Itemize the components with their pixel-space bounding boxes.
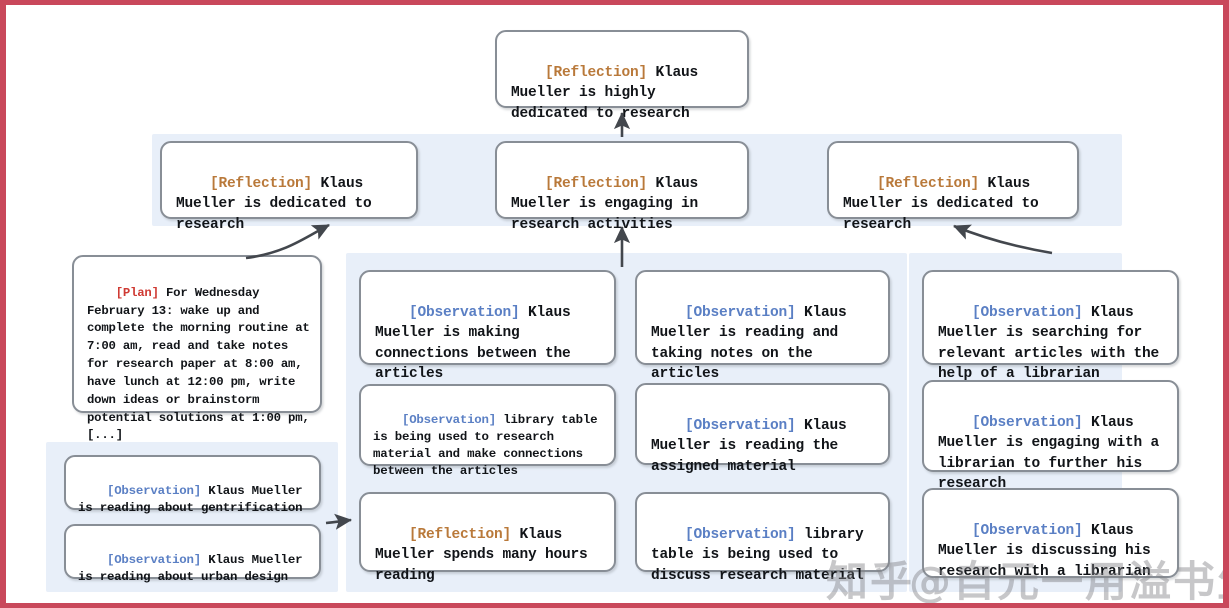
node-tag-observation: [Observation] [106, 484, 202, 499]
node-tag-observation: [Observation] [106, 553, 202, 568]
node-tag-observation: [Observation] [972, 522, 1083, 539]
node-obs-urban-design[interactable]: [Observation] Klaus Mueller is reading a… [64, 524, 321, 584]
arrow-col3-to-right-reflection [953, 224, 1053, 255]
node-tag-reflection: [Reflection] [545, 64, 648, 81]
node-text: Klaus Mueller is highly dedicated to res… [511, 64, 707, 122]
watermark-right: @自元一用溢书生 [909, 557, 1229, 606]
node-text: Klaus Mueller is searching for relevant … [938, 304, 1168, 383]
node-text: Klaus Mueller is reading about gentrific… [78, 484, 310, 516]
node-tag-reflection: [Reflection] [409, 526, 512, 543]
node-text: Klaus Mueller is dedicated to research [843, 175, 1048, 233]
node-obs-gentrification[interactable]: [Observation] Klaus Mueller is reading a… [64, 455, 321, 515]
node-tag-observation: [Observation] [685, 304, 796, 321]
node-col3-obs-discussing[interactable]: [Observation] Klaus Mueller is discussin… [922, 488, 1179, 580]
node-mid-reflection-left[interactable]: [Reflection] Klaus Mueller is dedicated … [160, 141, 418, 233]
node-text: Klaus Mueller is reading and taking note… [651, 304, 856, 383]
node-mid-reflection-center[interactable]: [Reflection] Klaus Mueller is engaging i… [495, 141, 749, 233]
node-tag-observation: [Observation] [409, 304, 520, 321]
node-text: Klaus Mueller is discussing his research… [938, 522, 1160, 580]
watermark-left: 知乎 [826, 557, 915, 606]
node-text: library table is being used to discuss r… [651, 526, 873, 584]
node-tag-reflection: [Reflection] [545, 175, 648, 192]
node-text: Klaus Mueller is engaging in research ac… [511, 175, 707, 233]
node-col1-obs-connections[interactable]: [Observation] Klaus Mueller is making co… [359, 270, 616, 382]
node-col3-obs-searching[interactable]: [Observation] Klaus Mueller is searching… [922, 270, 1179, 382]
node-col1-reflection-hours[interactable]: [Reflection] Klaus Mueller spends many h… [359, 492, 616, 584]
node-tag-observation: [Observation] [685, 417, 796, 434]
node-col2-obs-discuss-table[interactable]: [Observation] library table is being use… [635, 492, 890, 584]
node-tag-observation: [Observation] [972, 414, 1083, 431]
node-col2-obs-assigned[interactable]: [Observation] Klaus Mueller is reading t… [635, 383, 890, 475]
node-text: Klaus Mueller is making connections betw… [375, 304, 580, 383]
node-mid-reflection-right[interactable]: [Reflection] Klaus Mueller is dedicated … [827, 141, 1079, 233]
arrow-plan-to-left-reflection [245, 223, 330, 260]
node-tag-observation: [Observation] [401, 413, 497, 428]
node-text: library table is being used to research … [373, 413, 605, 479]
node-tag-reflection: [Reflection] [210, 175, 313, 192]
node-col3-obs-engaging[interactable]: [Observation] Klaus Mueller is engaging … [922, 380, 1179, 492]
node-text: Klaus Mueller is reading the assigned ma… [651, 417, 856, 475]
node-plan[interactable]: [Plan] For Wednesday February 13: wake u… [72, 255, 322, 442]
node-top-reflection[interactable]: [Reflection] Klaus Mueller is highly ded… [495, 30, 749, 122]
node-text: Klaus Mueller spends many hours reading [375, 526, 597, 584]
node-text: Klaus Mueller is reading about urban des… [78, 553, 310, 585]
node-col2-obs-reading-notes[interactable]: [Observation] Klaus Mueller is reading a… [635, 270, 890, 382]
node-tag-plan: [Plan] [115, 285, 159, 300]
node-text: Klaus Mueller is dedicated to research [176, 175, 381, 233]
node-tag-reflection: [Reflection] [877, 175, 980, 192]
node-text: For Wednesday February 13: wake up and c… [87, 285, 317, 443]
node-col1-obs-library-table[interactable]: [Observation] library table is being use… [359, 384, 616, 478]
node-tag-observation: [Observation] [972, 304, 1083, 321]
node-tag-observation: [Observation] [685, 526, 796, 543]
